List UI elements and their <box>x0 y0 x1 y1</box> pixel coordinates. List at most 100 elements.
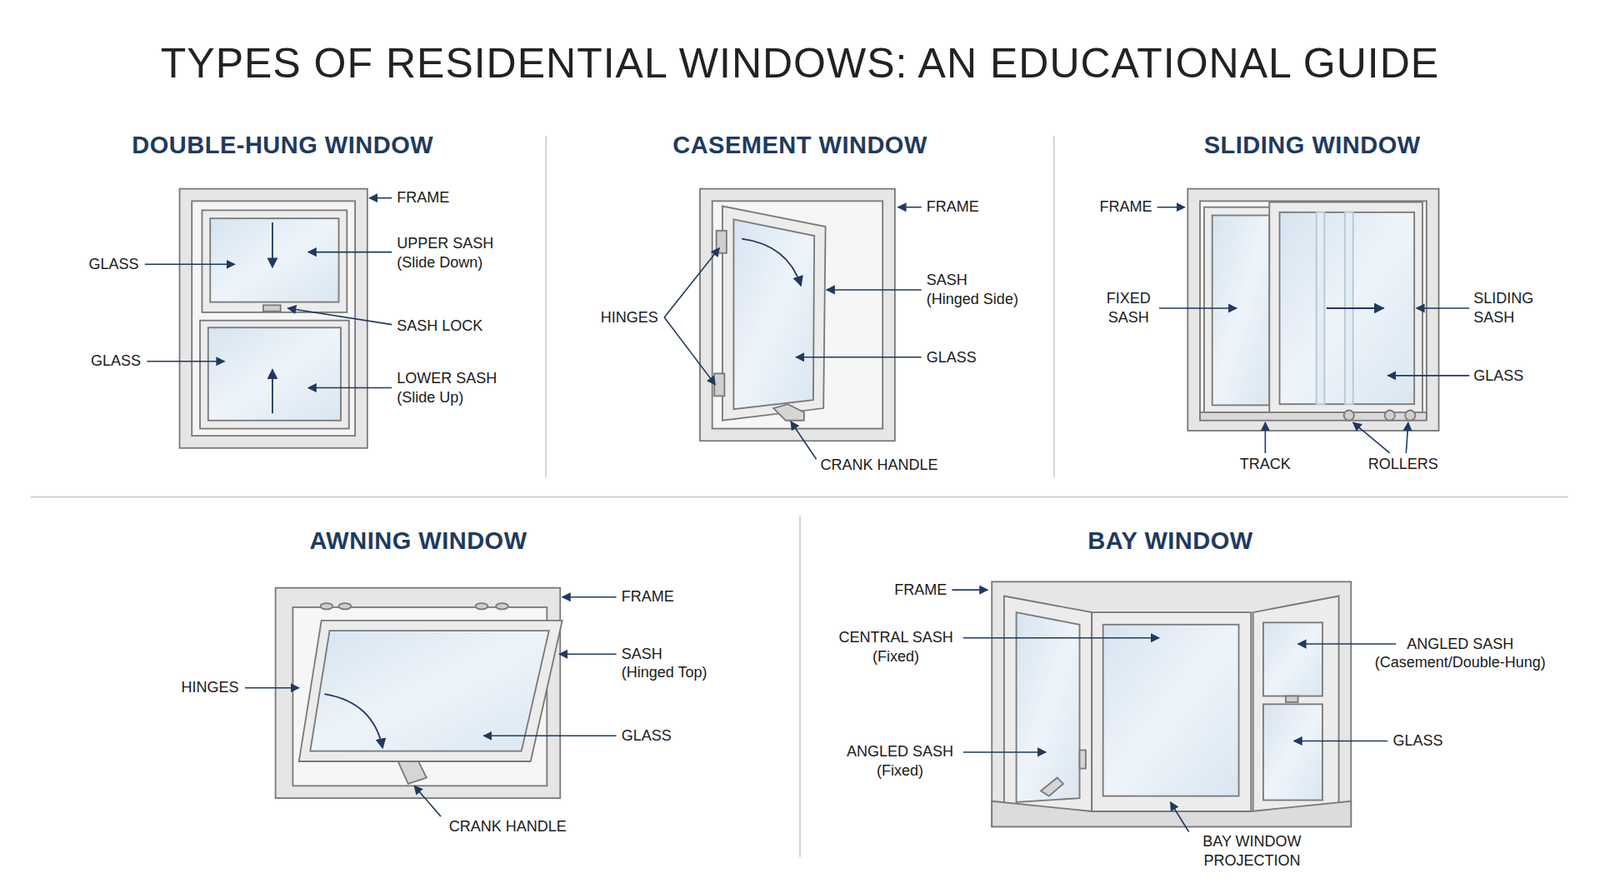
part-label: TRACK <box>1240 455 1291 475</box>
part-label: BAY WINDOW PROJECTION <box>1202 832 1301 870</box>
label-line: SASH <box>1473 308 1534 328</box>
leader-line <box>245 597 617 817</box>
label-line: (Hinged Top) <box>621 663 708 683</box>
section-heading: SLIDING WINDOW <box>1204 130 1421 160</box>
label-line: (Fixed) <box>838 647 953 667</box>
divider-lines <box>30 135 1569 858</box>
casement-window <box>700 189 895 442</box>
label-line: BAY WINDOW <box>1202 832 1301 852</box>
awning-window <box>475 603 489 610</box>
part-label: SASH (Hinged Side) <box>926 270 1019 309</box>
leader-line <box>287 308 392 325</box>
label-line: SLIDING <box>1473 289 1534 309</box>
part-label: SLIDING SASH <box>1473 289 1534 327</box>
double-hung-window <box>191 200 355 436</box>
casement-window <box>773 404 805 421</box>
bay-window <box>1004 595 1092 817</box>
leader-line <box>308 387 392 390</box>
section-heading: AWNING WINDOW <box>310 525 528 556</box>
divider-lines <box>30 496 1569 498</box>
divider-lines <box>799 515 800 858</box>
awning-window <box>275 588 563 799</box>
motion-arrow <box>271 222 274 268</box>
sliding-window <box>1405 410 1415 421</box>
leader-line <box>1387 375 1470 377</box>
label-line: ANGLED SASH <box>1375 635 1546 655</box>
leader-line <box>369 197 392 200</box>
sliding-window <box>1385 410 1395 421</box>
part-label: GLASS <box>1392 731 1443 751</box>
leader-line <box>951 590 1396 832</box>
label-line: (Slide Down) <box>396 253 494 273</box>
double-hung-window <box>210 218 339 302</box>
part-label: CENTRAL SASH (Fixed) <box>838 628 953 666</box>
bay-window <box>1263 622 1323 696</box>
part-label: ANGLED SASH (Fixed) <box>846 742 954 780</box>
part-label: GLASS <box>90 351 141 371</box>
motion-arrow <box>271 370 274 415</box>
motion-arrow <box>271 222 274 414</box>
casement-window <box>733 219 815 410</box>
part-label: FRAME <box>1099 197 1152 217</box>
divider-lines <box>545 135 546 478</box>
leader-line <box>1170 802 1189 833</box>
label-line: (Hinged Side) <box>926 290 1019 310</box>
label-line: ANGLED SASH <box>846 742 954 762</box>
motion-arrow <box>741 239 801 286</box>
sliding-window <box>1344 410 1355 421</box>
label-line: SASH <box>1106 308 1151 328</box>
leader-line <box>1416 307 1470 310</box>
awning-window <box>299 620 563 762</box>
sliding-window <box>1187 189 1439 431</box>
divider-lines <box>1053 135 1055 478</box>
casement-window <box>714 373 725 396</box>
leader-line <box>898 206 922 209</box>
label-line: CENTRAL SASH <box>838 628 953 648</box>
leader-line <box>562 596 617 599</box>
bay-window <box>1103 625 1240 797</box>
bay-window <box>1263 704 1323 800</box>
part-label: CRANK HANDLE <box>449 817 567 837</box>
double-hung-window <box>263 305 281 311</box>
awning-window <box>320 603 333 610</box>
part-label: CRANK HANDLE <box>820 455 938 475</box>
double-hung-window <box>201 210 347 313</box>
sliding-window <box>1204 207 1276 413</box>
double-hung-window <box>200 320 350 430</box>
leader-line <box>664 207 922 460</box>
bay-window <box>1040 778 1064 797</box>
sliding-window <box>1316 212 1325 405</box>
part-label: GLASS <box>621 726 672 746</box>
bay-window <box>991 581 1351 827</box>
part-label: HINGES <box>181 678 240 698</box>
label-line: SASH <box>621 645 708 665</box>
label-line: FIXED <box>1106 289 1151 309</box>
leader-line <box>145 264 235 266</box>
double-hung-window <box>208 327 341 420</box>
leader-line <box>664 317 715 385</box>
casement-window <box>700 189 895 442</box>
label-line: (Fixed) <box>846 761 954 781</box>
leader-line <box>951 589 988 591</box>
casement-window <box>712 200 883 429</box>
part-label: FRAME <box>621 587 675 607</box>
awning-window <box>495 603 509 610</box>
label-line: UPPER SASH <box>396 234 494 254</box>
leader-line <box>963 751 1046 754</box>
section-heading: BAY WINDOW <box>1087 525 1253 556</box>
leader-line <box>664 248 720 318</box>
section-heading: DOUBLE-HUNG WINDOW <box>131 130 434 160</box>
label-line: (Slide Up) <box>396 388 497 408</box>
part-label: GLASS <box>1473 366 1524 386</box>
leader-line <box>559 654 617 656</box>
part-label: FRAME <box>894 580 947 600</box>
label-line: SASH <box>926 270 1019 290</box>
part-label: SASH (Hinged Top) <box>621 645 708 683</box>
part-label: LOWER SASH (Slide Up) <box>396 369 497 407</box>
part-label: FRAME <box>396 188 450 208</box>
leader-line <box>1353 422 1390 454</box>
part-label: ANGLED SASH (Casement/Double-Hung) <box>1375 635 1546 673</box>
sliding-window <box>1187 189 1439 431</box>
leader-line <box>1157 206 1185 209</box>
bay-window <box>1253 595 1340 817</box>
